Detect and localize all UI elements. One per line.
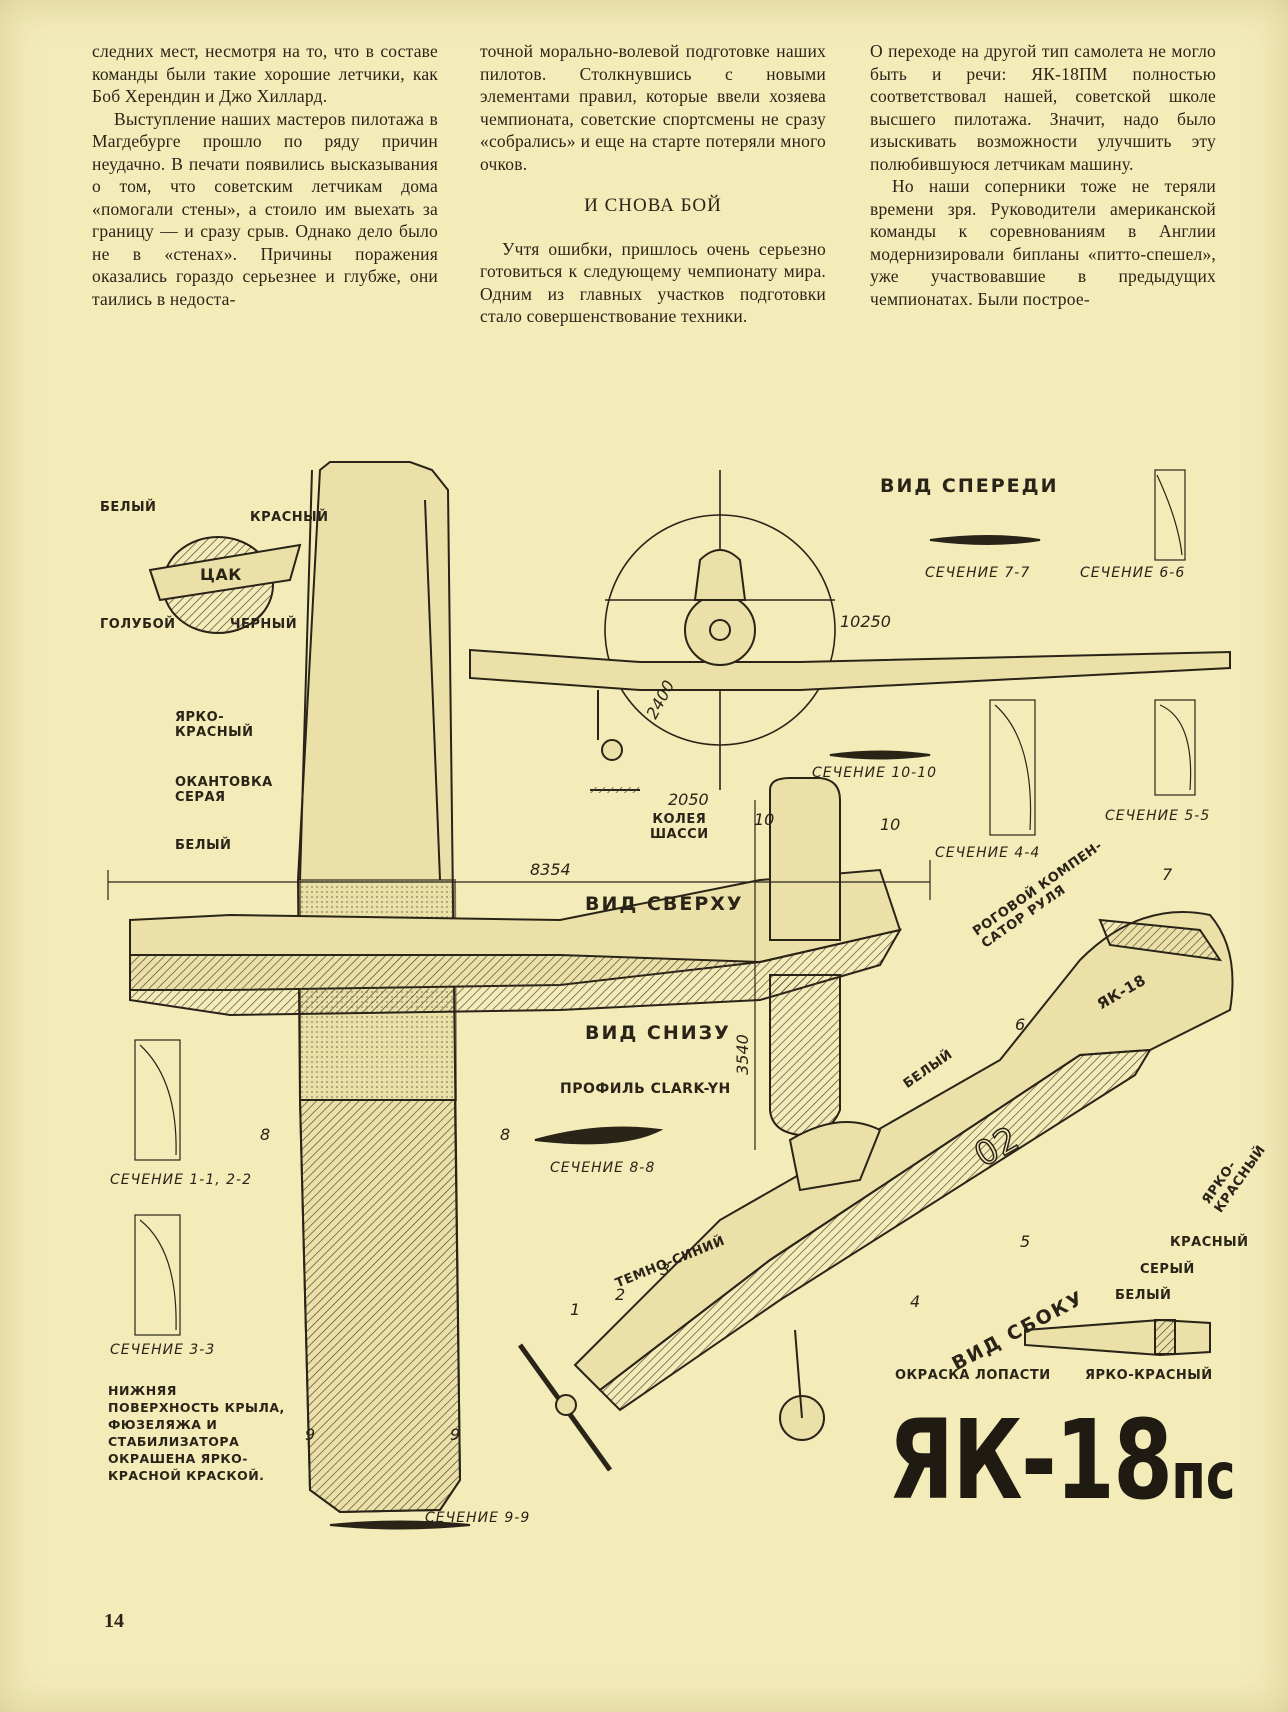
emblem-text: ЦАК (200, 565, 242, 584)
section-mark-1: 1 (570, 1300, 581, 1319)
section-5-5: СЕЧЕНИЕ 5-5 (1105, 808, 1211, 824)
section-9-9: СЕЧЕНИЕ 9-9 (425, 1510, 531, 1526)
edging-grey-label: ОКАНТОВКА СЕРАЯ (175, 775, 273, 805)
dimension-ten-b: 10 (880, 815, 901, 834)
section-1-1-2-2: СЕЧЕНИЕ 1-1, 2-2 (110, 1172, 252, 1188)
paragraph: Но наши соперники тоже не теряли времени… (870, 176, 1216, 309)
bright-red-label: ЯРКО- КРАСНЫЙ (175, 710, 254, 740)
paragraph: Выступление наших мастеров пилотажа в Ма… (92, 108, 438, 309)
paragraph: точной морально-волевой подготовке наших… (480, 41, 826, 174)
emblem-blue-label: ГОЛУБОЙ (100, 617, 176, 632)
blade-grey-label: СЕРЫЙ (1140, 1262, 1195, 1277)
aircraft-title: ЯК-18пс (888, 1405, 1236, 1532)
section-heading: И СНОВА БОЙ (584, 195, 722, 216)
paragraph: О переходе на другой тип самолета не мог… (870, 41, 1216, 174)
section-7-7: СЕЧЕНИЕ 7-7 (925, 565, 1031, 581)
aircraft-title-suffix: пс (1171, 1440, 1236, 1514)
text-column-2: точной морально-волевой подготовке наших… (480, 40, 826, 328)
section-3-3: СЕЧЕНИЕ 3-3 (110, 1342, 216, 1358)
section-mark-8b: 8 (500, 1125, 511, 1144)
side-number: 02 (967, 1118, 1027, 1176)
section-6-6: СЕЧЕНИЕ 6-6 (1080, 565, 1186, 581)
track-dimension: 2050 (668, 790, 709, 809)
section-4-4: СЕЧЕНИЕ 4-4 (935, 845, 1041, 861)
section-mark-4: 4 (910, 1292, 921, 1311)
blade-paint-caption: ОКРАСКА ЛОПАСТИ (895, 1368, 1051, 1383)
section-mark-2: 2 (615, 1285, 626, 1304)
view-title-bottom: ВИД СНИЗУ (585, 1022, 731, 1044)
stab-span-dimension: 3540 (732, 1034, 752, 1075)
section-mark-7: 7 (1162, 865, 1173, 884)
section-mark-5: 5 (1020, 1232, 1031, 1251)
emblem-black-label: ЧЕРНЫЙ (230, 617, 298, 632)
text-column-1: следних мест, несмотря на то, что в сост… (92, 40, 438, 310)
paragraph: следних мест, несмотря на то, что в сост… (92, 41, 438, 106)
emblem-red-label: КРАСНЫЙ (250, 510, 329, 525)
dimension-ten-a: 10 (754, 810, 775, 829)
view-title-top: ВИД СВЕРХУ (585, 893, 744, 915)
blade-bright-red-label: ЯРКО-КРАСНЫЙ (1085, 1368, 1213, 1383)
emblem-white-label: БЕЛЫЙ (100, 500, 157, 515)
section-mark-9a: 9 (305, 1425, 316, 1444)
paragraph: Учтя ошибки, пришлось очень серьезно гот… (480, 238, 826, 327)
section-8-8: СЕЧЕНИЕ 8-8 (550, 1160, 656, 1176)
section-mark-6: 6 (1015, 1015, 1026, 1034)
track-label: КОЛЕЯ ШАССИ (650, 812, 709, 842)
white-label: БЕЛЫЙ (175, 838, 232, 853)
view-title-front: ВИД СПЕРЕДИ (880, 475, 1059, 497)
text-column-3: О переходе на другой тип самолета не мог… (870, 40, 1216, 310)
profile-label: ПРОФИЛЬ CLARK-YH (560, 1081, 731, 1097)
section-mark-3: 3 (660, 1260, 671, 1279)
section-mark-8a: 8 (260, 1125, 271, 1144)
section-10-10: СЕЧЕНИЕ 10-10 (812, 765, 938, 781)
underside-note: НИЖНЯЯ ПОВЕРХНОСТЬ КРЫЛА, ФЮЗЕЛЯЖА И СТА… (108, 1383, 285, 1483)
aircraft-title-main: ЯК-18 (888, 1396, 1173, 1524)
length-dimension: 8354 (530, 860, 571, 879)
blade-red-label: КРАСНЫЙ (1170, 1235, 1249, 1250)
blade-white-label: БЕЛЫЙ (1115, 1288, 1172, 1303)
page-number: 14 (104, 1610, 124, 1632)
section-mark-9b: 9 (450, 1425, 461, 1444)
span-dimension: 10250 (840, 612, 891, 631)
